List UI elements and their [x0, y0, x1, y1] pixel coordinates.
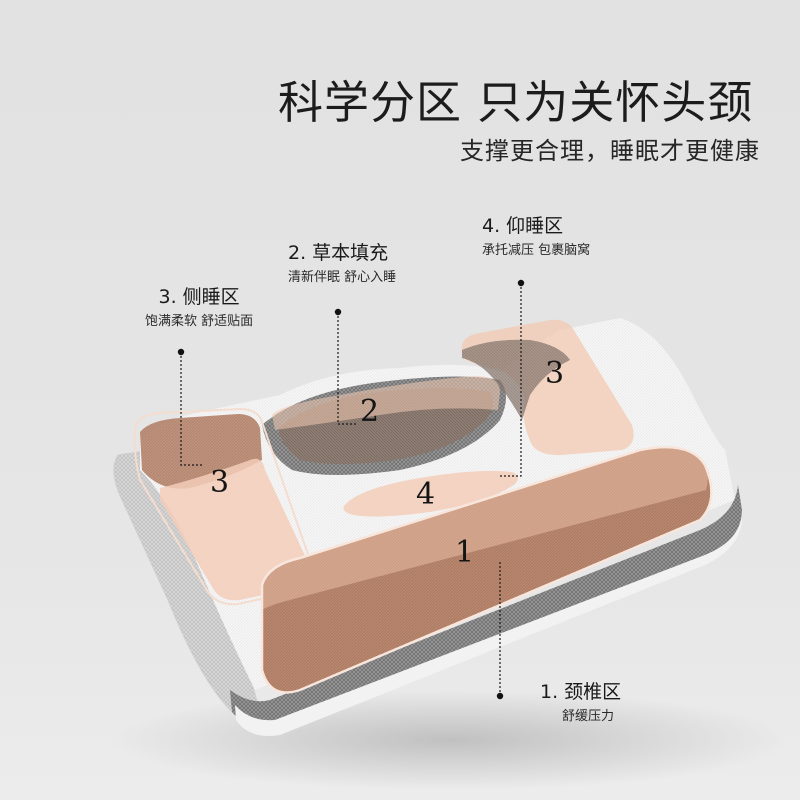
callout-back-sleep-zone: 4. 仰睡区 承托减压 包裹脑窝 [482, 214, 590, 260]
zone-number-3-left: 3 [210, 465, 230, 500]
callout-desc: 清新伴眠 舒心入睡 [288, 270, 397, 285]
dot-zone4 [517, 279, 525, 287]
dot-zone2 [334, 308, 342, 316]
dot-zone3-left [177, 348, 185, 356]
pillow-front-mesh [230, 485, 742, 723]
zone-number-3-right: 3 [545, 356, 565, 391]
pillow-shadow [110, 690, 790, 790]
leader-dots [177, 279, 525, 700]
callout-side-sleep-zone: 3. 侧睡区 饱满柔软 舒适贴面 [145, 285, 253, 331]
zone1-outline [260, 445, 713, 694]
zone3-right-shade [462, 339, 570, 420]
callout-desc: 承托减压 包裹脑窝 [482, 243, 591, 258]
zone3-left-peach [160, 458, 309, 601]
zone1-roll [262, 447, 712, 693]
leader-zone3-left [180, 352, 202, 466]
callout-cervical-zone: 1. 颈椎区 舒缓压力 [540, 680, 621, 726]
zone1-highlight [262, 447, 708, 610]
leader-lines [180, 283, 522, 693]
zone-number-2: 2 [360, 394, 380, 429]
callout-desc: 饱满柔软 舒适贴面 [145, 314, 254, 329]
subheadline: 支撑更合理，睡眠才更健康 [460, 137, 760, 165]
zone4-oval [343, 470, 518, 517]
callout-desc: 舒缓压力 [562, 709, 615, 724]
zone-number-4: 4 [416, 477, 436, 512]
zone2-overlay [272, 376, 500, 430]
leader-zone4 [500, 283, 522, 477]
leader-zone2 [337, 312, 356, 425]
callout-title: 3. 侧睡区 [158, 286, 240, 308]
headline: 科学分区 只为关怀头颈 [278, 76, 754, 129]
callout-title: 2. 草本填充 [288, 242, 389, 264]
zone-number-1: 1 [455, 535, 475, 570]
callout-herbal-fill: 2. 草本填充 清新伴眠 舒心入睡 [288, 241, 396, 287]
callout-title: 1. 颈椎区 [540, 681, 622, 703]
dot-zone1 [496, 692, 504, 700]
callout-title: 4. 仰睡区 [482, 215, 564, 237]
